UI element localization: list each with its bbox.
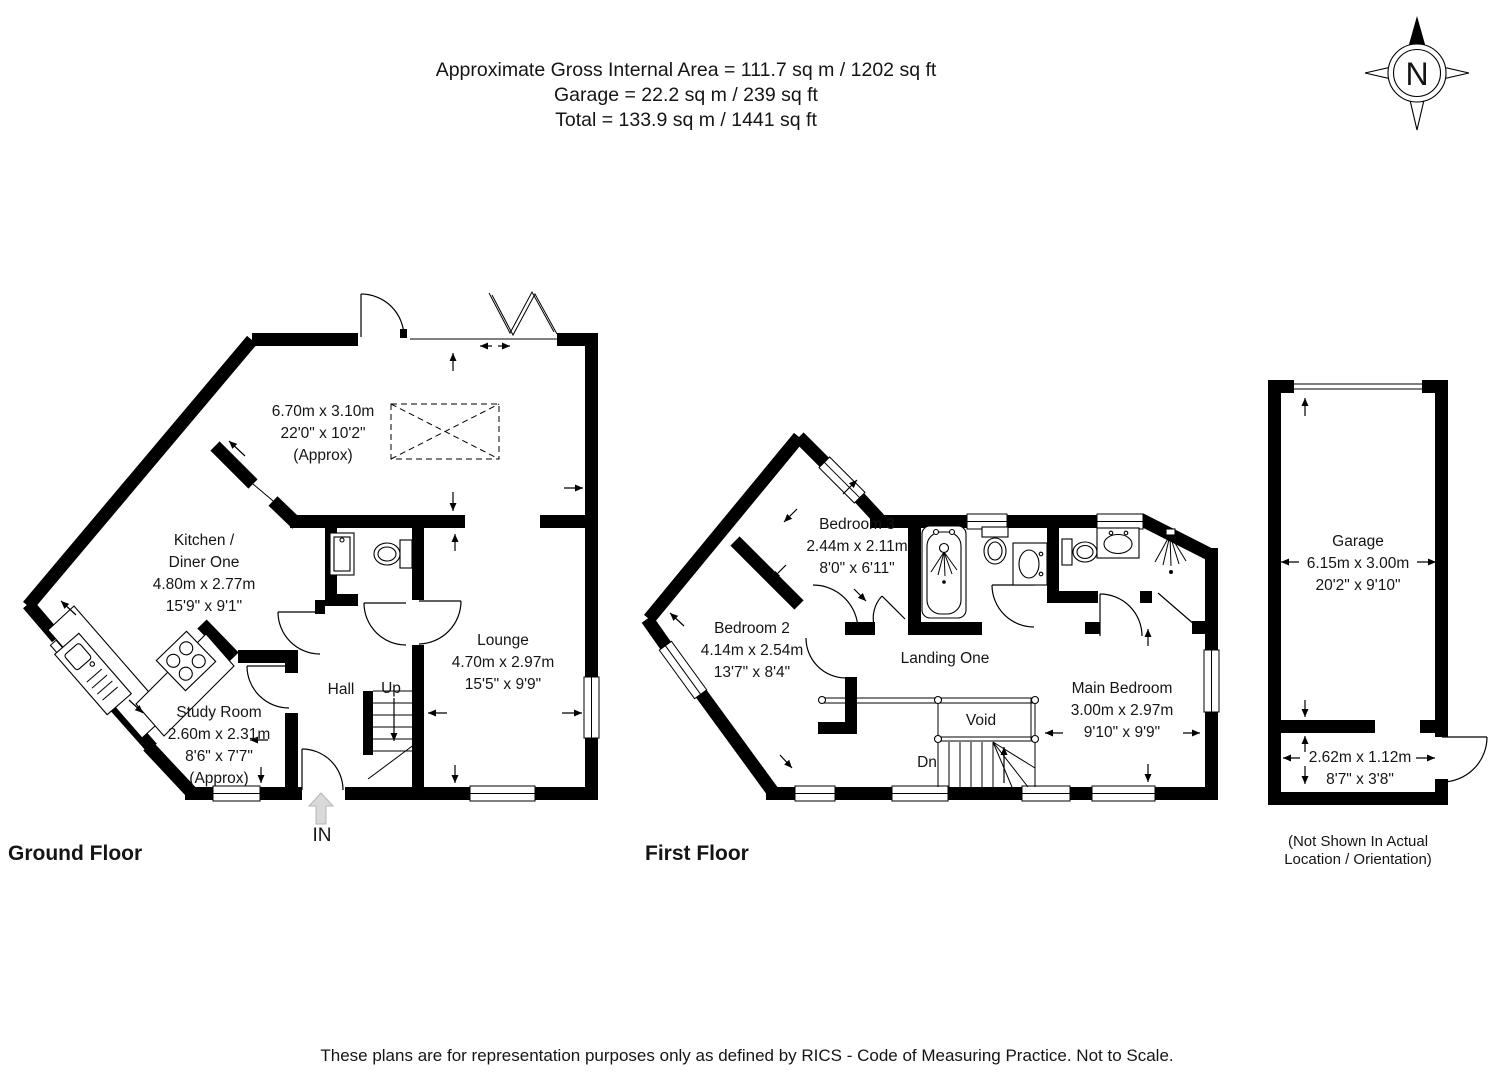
main-bedroom-door (1099, 593, 1143, 637)
family-area-approx: (Approx) (293, 447, 352, 464)
main-bedroom-dims-ft: 9'10" x 9'9" (1084, 724, 1160, 741)
bedroom2-dims-ft: 13'7" x 8'4" (714, 664, 790, 681)
void-railing (817, 695, 1040, 744)
ground-floor-plan: 6.70m x 3.10m 22'0" x 10'2" (Approx) Kit… (23, 290, 600, 846)
bifold-door (488, 290, 558, 337)
ground-floor-dimension-arrows (60, 342, 583, 783)
stairs-up-label: Up (381, 680, 401, 697)
footer-disclaimer: These plans are for representation purpo… (320, 1046, 1173, 1080)
rooflight-outline (390, 403, 500, 460)
total-area-text: Total = 133.9 sq m / 1441 sq ft (555, 109, 817, 131)
kitchen-dims-ft: 15'9" x 9'1" (166, 598, 242, 615)
garage-dims-m: 6.15m x 3.00m (1307, 555, 1410, 572)
wc-sink-icon (329, 532, 355, 576)
bedroom2-door (805, 637, 847, 679)
bathroom-sink-icon (1012, 542, 1048, 586)
main-bedroom-label: Main Bedroom (1072, 680, 1173, 697)
lounge-door (418, 600, 462, 645)
study-door (246, 665, 290, 709)
shower-room-door (991, 584, 1035, 628)
study-dims-ft: 8'6" x 7'7" (185, 748, 253, 765)
entrance-in-label: IN (313, 825, 332, 846)
bedroom3-dims-m: 2.44m x 2.11m (806, 538, 907, 555)
wc-toilet-icon (373, 539, 413, 569)
lounge-dims-m: 4.70m x 2.97m (452, 654, 555, 671)
kitchen-sink-icon (53, 632, 133, 716)
stairs-down (937, 741, 1036, 788)
main-bedroom-side-window (1203, 649, 1220, 713)
main-bedroom-dims-m: 3.00m x 2.97m (1071, 702, 1174, 719)
lounge-dims-ft: 15'5" x 9'9" (465, 676, 541, 693)
study-window (212, 785, 261, 802)
bedroom2-dims-m: 4.14m x 2.54m (701, 642, 804, 659)
kitchen-dims-m: 4.80m x 2.77m (153, 576, 256, 593)
shower-room-window (1096, 513, 1144, 530)
garage-label: Garage (1332, 533, 1384, 550)
entrance-arrow-icon (307, 792, 335, 825)
bedroom3-dims-ft: 8'0" x 6'11" (819, 560, 894, 577)
compass-rose-icon: N (1364, 16, 1470, 131)
wc-door (363, 602, 407, 646)
garage-dimension-arrows (1281, 398, 1436, 784)
main-bedroom-bottom-window (1091, 785, 1156, 802)
study-approx: (Approx) (189, 770, 248, 787)
landing-window-1 (794, 785, 836, 802)
header-area-summary: Approximate Gross Internal Area = 111.7 … (436, 59, 937, 131)
ground-floor-title: Ground Floor (8, 842, 142, 865)
bedroom2-label: Bedroom 2 (714, 620, 790, 637)
garage-area-text: Garage = 22.2 sq m / 239 sq ft (554, 84, 819, 106)
rics-disclaimer-text: These plans are for representation purpo… (320, 1046, 1173, 1065)
study-label: Study Room (176, 704, 261, 721)
void-label: Void (966, 712, 996, 729)
kitchen-door (277, 611, 321, 655)
garage-door (1294, 383, 1422, 390)
credit-text: Created for Steve Grantham Bespoke Estat… (429, 1077, 1064, 1080)
garage-store-dims-m: 2.62m x 1.12m (1309, 749, 1412, 766)
stairs-down-label: Dn (917, 754, 937, 771)
landing-window-3 (1021, 785, 1071, 802)
lounge-bottom-window (469, 785, 536, 802)
gross-internal-area-text: Approximate Gross Internal Area = 111.7 … (436, 59, 937, 81)
shower-room-sink-icon (1096, 527, 1140, 559)
entrance-door (301, 748, 344, 791)
garage-store-dims-ft: 8'7" x 3'8" (1326, 771, 1394, 788)
family-area-dims-ft: 22'0" x 10'2" (280, 425, 365, 442)
garage-plan: Garage 6.15m x 3.00m 20'2" x 9'10" 2.62m… (1268, 380, 1488, 868)
shower-room-toilet-icon (1061, 538, 1098, 566)
bedroom2-window (658, 640, 708, 700)
garage-side-door (1441, 736, 1488, 783)
family-area-dims-m: 6.70m x 3.10m (272, 403, 375, 420)
first-floor-dimension-arrows (669, 479, 1200, 782)
lounge-label: Lounge (477, 632, 529, 649)
family-area-door (360, 293, 407, 338)
garage-dims-ft: 20'2" x 9'10" (1315, 577, 1400, 594)
landing-label: Landing One (901, 650, 990, 667)
garage-note-2: Location / Orientation) (1284, 851, 1432, 868)
first-floor-plan: Bedroom 3 2.44m x 2.11m 8'0" x 6'11" Bed… (641, 432, 1220, 802)
bathroom-door (872, 595, 906, 626)
bathroom-toilet-icon (981, 526, 1009, 565)
bedroom3-window (818, 456, 866, 504)
garage-note-1: (Not Shown In Actual (1288, 833, 1428, 850)
study-dims-m: 2.60m x 2.31m (168, 726, 271, 743)
stairs-up (367, 690, 416, 780)
kitchen-label-1: Kitchen / (174, 532, 235, 549)
hob-icon (155, 630, 217, 692)
bedroom3-door (812, 584, 859, 631)
bath-icon (921, 525, 967, 619)
first-floor-title: First Floor (645, 842, 749, 865)
landing-window-2 (891, 785, 949, 802)
lounge-side-window (583, 676, 600, 739)
kitchen-label-2: Diner One (169, 554, 240, 571)
shower-icon (1154, 528, 1187, 574)
bedroom3-label: Bedroom 3 (819, 516, 895, 533)
hall-label: Hall (328, 681, 355, 698)
compass-north-label: N (1405, 56, 1428, 92)
wardrobe-door (1157, 592, 1196, 626)
